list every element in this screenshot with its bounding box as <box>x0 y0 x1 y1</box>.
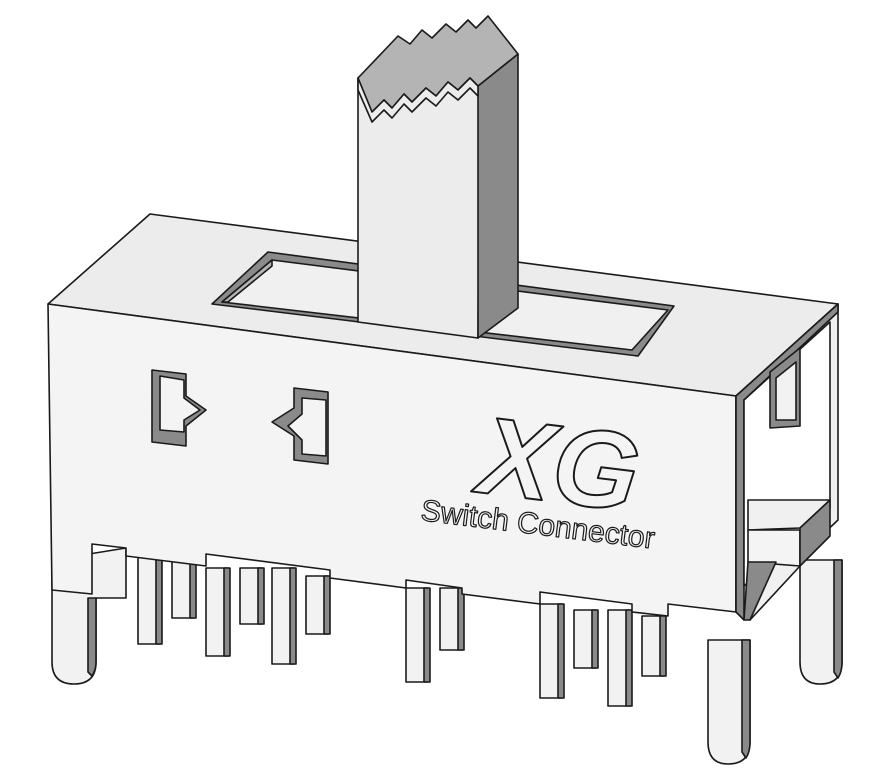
actuator-side-face <box>477 53 519 339</box>
slider-actuator <box>357 15 519 339</box>
logo-text: XG <box>467 393 646 535</box>
brand-logo: XG <box>466 392 647 536</box>
housing-front-face <box>47 303 737 617</box>
front-window-right <box>271 387 329 465</box>
front-window-left <box>151 369 207 447</box>
